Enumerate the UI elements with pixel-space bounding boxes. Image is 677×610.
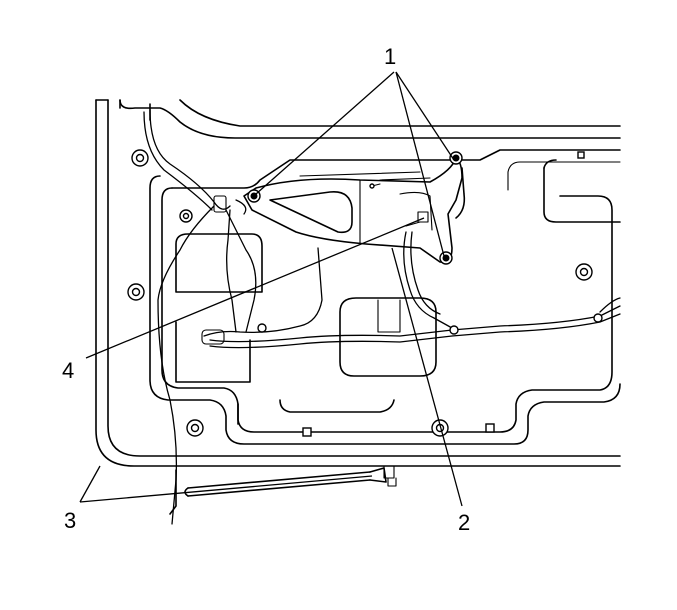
hole-5	[575, 263, 593, 281]
rod-end-clip	[383, 465, 395, 479]
inner-panel-outline	[119, 99, 621, 139]
bolt-top-right	[449, 151, 463, 165]
bottom-rod	[169, 465, 397, 515]
harness-retainer-2	[449, 325, 459, 335]
square-hole-1	[302, 427, 312, 437]
hole-3	[186, 419, 204, 437]
callout-1: 1	[384, 44, 396, 69]
leader-1c	[395, 71, 445, 257]
callout-4: 4	[62, 358, 74, 383]
harness-connector-left	[201, 329, 225, 345]
bolts	[247, 151, 463, 265]
leader-3b	[79, 475, 373, 503]
hole-6	[179, 209, 193, 223]
leader-1b	[395, 71, 455, 161]
square-hole-2	[485, 423, 495, 433]
panel-recess	[149, 149, 621, 445]
callout-2: 2	[458, 510, 470, 535]
hole-1	[131, 149, 149, 167]
mounting-holes	[127, 149, 593, 437]
bolt-bottom-right	[439, 251, 453, 265]
callout-3: 3	[64, 508, 76, 533]
door-outer-edge	[95, 99, 621, 467]
leader-2	[391, 247, 463, 507]
connector-clip	[405, 211, 429, 227]
hole-4	[431, 419, 449, 437]
hole-2	[127, 283, 145, 301]
leader-lines	[79, 71, 463, 507]
leader-4	[85, 217, 425, 359]
square-hole-3	[577, 151, 585, 159]
access-openings	[175, 233, 437, 383]
wiring-harness	[143, 109, 621, 525]
harness-clip-top	[213, 195, 227, 213]
harness-retainer-3	[593, 313, 603, 323]
regulator-bracket	[243, 157, 466, 264]
harness-retainer-1	[257, 323, 267, 333]
leader-1a	[255, 71, 395, 195]
leader-3a	[79, 465, 101, 503]
